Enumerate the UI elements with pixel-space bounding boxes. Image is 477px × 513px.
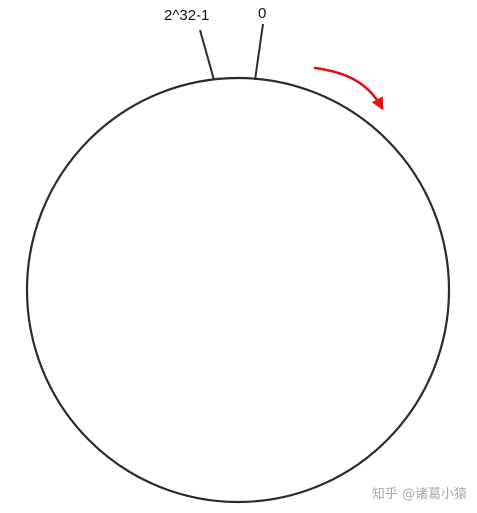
hash-ring-circle xyxy=(25,76,451,504)
clockwise-arrow xyxy=(313,66,384,111)
watermark-text: 知乎 @诸葛小猿 xyxy=(371,487,467,502)
label-max-hash: 2^32-1 xyxy=(164,7,210,24)
label-zero-hash: 0 xyxy=(258,5,267,22)
tick-zero-line xyxy=(254,23,264,81)
tick-max-line xyxy=(199,29,215,81)
